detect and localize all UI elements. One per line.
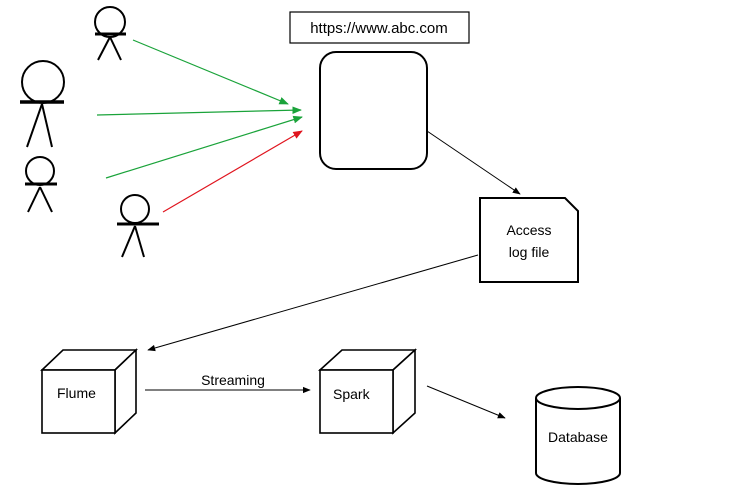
request-arrow-2	[96, 106, 302, 116]
request-arrow-3	[105, 115, 303, 179]
url-label-box: https://www.abc.com	[289, 11, 470, 44]
flume-label: Flume	[57, 385, 96, 401]
user-figure-3	[25, 156, 57, 213]
flume-cube: Flume	[40, 348, 138, 435]
request-arrow-1	[132, 39, 289, 105]
access-log-file: Access log file	[479, 197, 579, 283]
spark-label: Spark	[333, 386, 371, 402]
url-text: https://www.abc.com	[310, 20, 448, 37]
spark-cube: Spark	[317, 348, 418, 435]
user-figure-1	[94, 6, 126, 61]
web-server-box	[319, 51, 428, 170]
spark-to-database-arrow	[426, 385, 506, 419]
log-to-flume-arrow	[147, 254, 479, 352]
streaming-label: Streaming	[201, 372, 265, 388]
request-arrow-4-blocked	[162, 130, 303, 213]
access-log-line1: Access	[506, 222, 551, 238]
database-cylinder: Database	[535, 386, 621, 485]
access-log-line2: log file	[509, 244, 550, 260]
database-label: Database	[548, 429, 608, 445]
user-figure-4	[117, 194, 159, 258]
user-figure-2	[20, 60, 65, 148]
server-to-log-arrow	[426, 130, 521, 195]
